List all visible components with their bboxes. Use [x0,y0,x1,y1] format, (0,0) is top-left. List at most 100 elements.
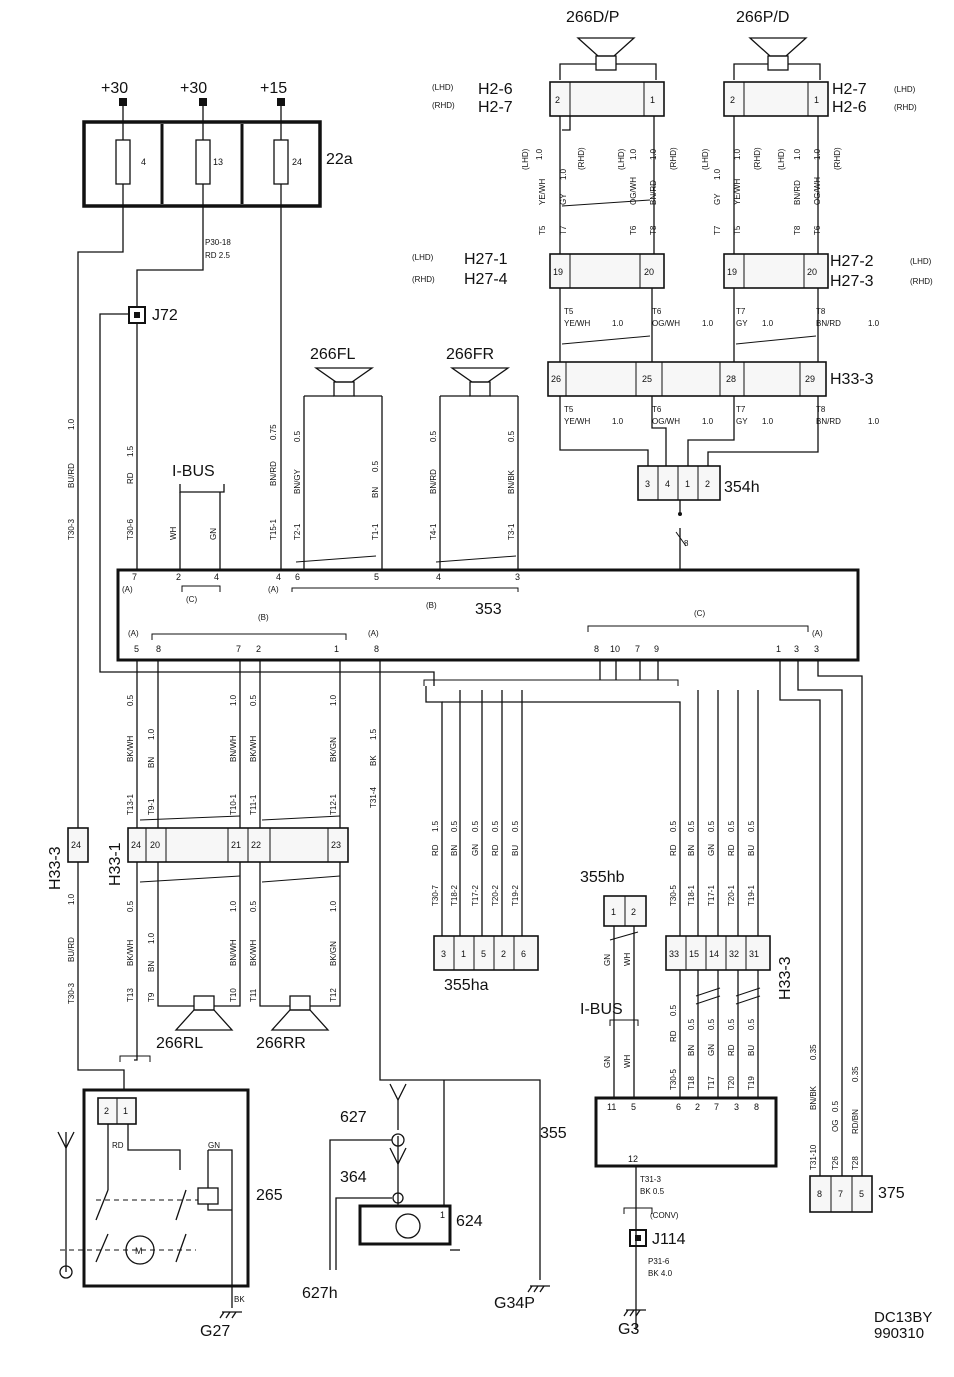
wire-label: 1.0 [559,168,568,180]
wire-label: YE/WH [564,319,590,328]
wire-label: 0.5 [687,820,696,832]
pin-label: 2 [501,949,506,959]
wire-label: (RHD) [833,147,842,170]
speaker-266rr [270,995,330,1031]
pin-label: 4 [276,572,281,582]
wire-label: 0.5 [707,820,716,832]
wire-label: BK/GN [329,941,338,966]
pin-label: 8 [156,644,161,654]
pin-label: 7 [838,1189,843,1199]
wire-label: 1.5 [431,820,440,832]
supply-30b-label: +30 [180,80,207,97]
h26-label: H2-6 [478,81,513,98]
wire-label: GN [707,1044,716,1056]
wire-label: 1.0 [67,893,76,905]
ground-g3-label: G3 [618,1321,639,1338]
pin-label: 2 [705,479,710,489]
wire-label: T31-4 [369,787,378,808]
j114-label: J114 [652,1231,686,1248]
fuse-24-label: 24 [292,157,302,167]
pin-label: 5 [859,1189,864,1199]
wire-label: T6 [652,307,662,316]
pin-label: 3 [794,644,799,654]
wire-label: 0.5 [507,430,516,442]
h271-rhd-label: (RHD) [412,275,435,284]
wire-label: BN/RD [429,469,438,494]
wire-label: 0.5 [491,820,500,832]
wire-label: T8 [816,405,826,414]
cd-changer-unit [594,1096,778,1168]
wire-label: T19-2 [511,885,520,906]
pin-label: (B) [426,601,437,610]
wire-label: RD [727,1044,736,1056]
wire-label: 1.0 [229,900,238,912]
fuse-13-label: 13 [213,157,223,167]
pin-label: 4 [665,479,670,489]
wire-label: T19-1 [747,885,756,906]
pin-label: 6 [676,1102,681,1112]
bus-355-wires [423,660,863,1176]
ground-g34p [527,1285,550,1293]
wire-label: RD/BN [851,1109,860,1134]
wire-label: 1.0 [612,319,624,328]
supply-30a-label: +30 [101,80,128,97]
wire-label: T30-3 [67,519,76,540]
wire-label: T26 [831,1156,840,1170]
wire-label: BK [234,1295,245,1304]
speaker-266pd [733,37,821,80]
wire-label: T12-1 [329,794,338,815]
wire-label: OG/WH [652,417,680,426]
wire-label: RD [669,844,678,856]
wire-label: (LHD) [521,148,530,170]
pin-label: 5 [134,644,139,654]
wire-label: T10-1 [229,794,238,815]
wire-label: RD [112,1141,124,1150]
wire-label: T5 [564,307,574,316]
connector-h2-right [723,81,829,117]
speaker-266pd-label: 266P/D [736,9,789,26]
wire-label: OG/WH [652,319,680,328]
fuse-box [82,98,322,208]
wire-label: BN/RD [816,319,841,328]
pin-label: 5 [631,1102,636,1112]
wire-label: BK/WH [126,736,135,762]
wire-label: BN [371,487,380,498]
wire-label: YE/WH [564,417,590,426]
h27b-label: H2-7 [832,81,867,98]
pin-label: 2 [104,1106,109,1116]
j72-label: J72 [152,307,178,324]
connector-h27-left [549,253,665,289]
wire-label: GN [603,1056,612,1068]
wire-label: OG/WH [813,177,822,205]
wire-label: T4-1 [429,523,438,540]
wire-label: GY [559,193,568,205]
wire-label: T9-1 [147,798,156,815]
wire-label: 0.35 [851,1066,860,1082]
wire-label: 0.5 [707,1018,716,1030]
pin-label: 31 [749,949,759,959]
wire-label: T31-10 [809,1144,818,1170]
top-wires [559,116,819,466]
ibus-label: I-BUS [172,463,215,480]
speaker-266rl [174,995,234,1031]
wire-label: T10 [229,988,238,1002]
pin-label: (A) [368,629,379,638]
pin-label: 3 [441,949,446,959]
pin-label: 19 [553,267,563,277]
wire-label: (LHD) [701,148,710,170]
wire-label: 0.5 [249,900,258,912]
wire-label: 0.35 [809,1044,818,1060]
wire-label: GN [471,844,480,856]
h33-3-right-label: H33-3 [777,956,794,1000]
wire-label: GN [208,1141,220,1150]
wire-label: WH [623,1054,632,1068]
ground-g27-label: G27 [200,1323,230,1340]
wire-label: 0.75 [269,424,278,440]
wire-label: RD [669,1030,678,1042]
wire-label: T30-5 [669,885,678,906]
pin-label: (A) [268,585,279,594]
wire-label: 0.5 [687,1018,696,1030]
ground-g34p-label: G34P [494,1295,535,1312]
pin-label: 26 [551,374,561,384]
